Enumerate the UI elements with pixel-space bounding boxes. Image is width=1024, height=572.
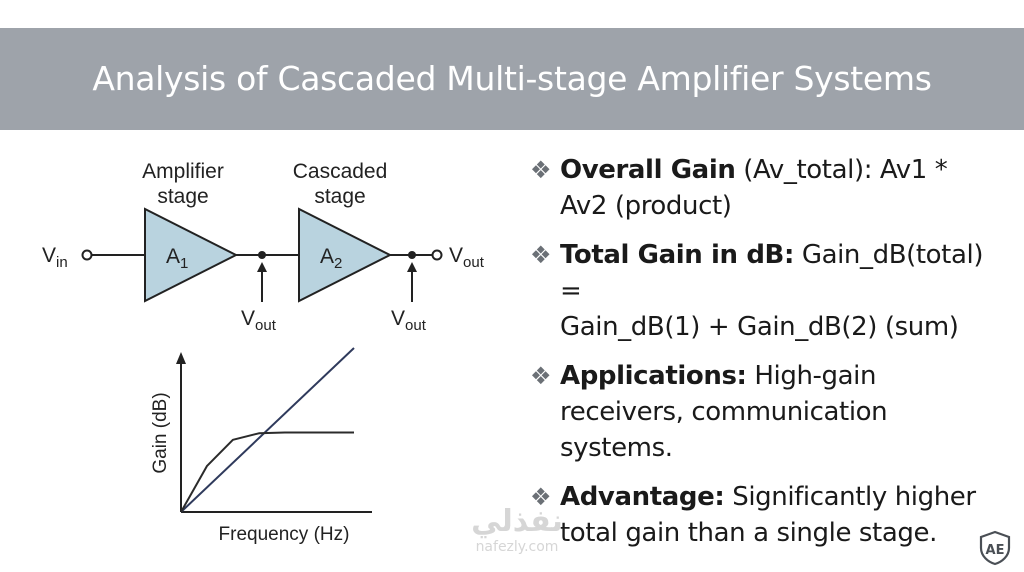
amplifier-1-triangle (144, 207, 239, 303)
chart-y-axis-arrowhead (176, 352, 186, 364)
watermark-arabic: نفذلي (471, 504, 563, 539)
chart-series-2 (180, 431, 354, 513)
chart-series-1 (180, 347, 355, 513)
bullet-item: ❖ Overall Gain (Av_total): Av1 *Av2 (prod… (530, 152, 1000, 224)
vin-label: Vin (42, 244, 68, 271)
amplifier-1-label: A1 (166, 245, 188, 272)
watermark-latin: nafezly.com (475, 539, 559, 555)
bullet-item: ❖ Total Gain in dB: Gain_dB(total) =Gain_… (530, 237, 1000, 345)
amplifier-2-label: A2 (320, 245, 342, 272)
watermark: نفذلي nafezly.com (452, 504, 582, 556)
input-terminal (81, 249, 93, 261)
vout-tap2-label: Vout (391, 307, 427, 334)
chart-x-label: Frequency (Hz) (219, 524, 350, 545)
slide-title: Analysis of Cascaded Multi-stage Amplifi… (92, 59, 932, 98)
tap-node-2 (408, 251, 416, 259)
bullet-text: Overall Gain (Av_total): Av1 *Av2 (produ… (560, 155, 948, 221)
tap-node-1 (258, 251, 266, 259)
tap-arrow-2-head (407, 262, 417, 272)
stage2-label-line1: Cascaded (293, 160, 388, 183)
diamond-bullet-icon: ❖ (530, 241, 552, 269)
vout-tap1-label: Vout (241, 307, 277, 334)
diamond-bullet-icon: ❖ (530, 362, 552, 390)
stage1-label-line1: Amplifier (142, 160, 224, 183)
tap-arrow-1-head (257, 262, 267, 272)
amplifier-2-triangle (298, 207, 393, 303)
title-bar: Analysis of Cascaded Multi-stage Amplifi… (0, 28, 1024, 130)
stage2-label-line2: stage (314, 185, 365, 208)
logo-text: AE (986, 543, 1005, 558)
chart-y-label: Gain (dB) (150, 392, 171, 473)
bullet-list: ❖ Overall Gain (Av_total): Av1 *Av2 (prod… (530, 152, 1000, 564)
bullet-text: Total Gain in dB: Gain_dB(total) =Gain_d… (560, 240, 984, 342)
stage1-label-line2: stage (157, 185, 208, 208)
output-terminal (431, 249, 443, 261)
shield-logo-icon: AE (979, 530, 1011, 566)
amplifier-diagram: Amplifier stage Cascaded stage A1 A2 Vin… (42, 160, 485, 545)
diamond-bullet-icon: ❖ (530, 156, 552, 184)
gain-chart: Frequency (Hz) Gain (dB) (150, 347, 372, 545)
diamond-bullet-icon: ❖ (530, 483, 552, 511)
vout-main-label: Vout (449, 244, 485, 271)
